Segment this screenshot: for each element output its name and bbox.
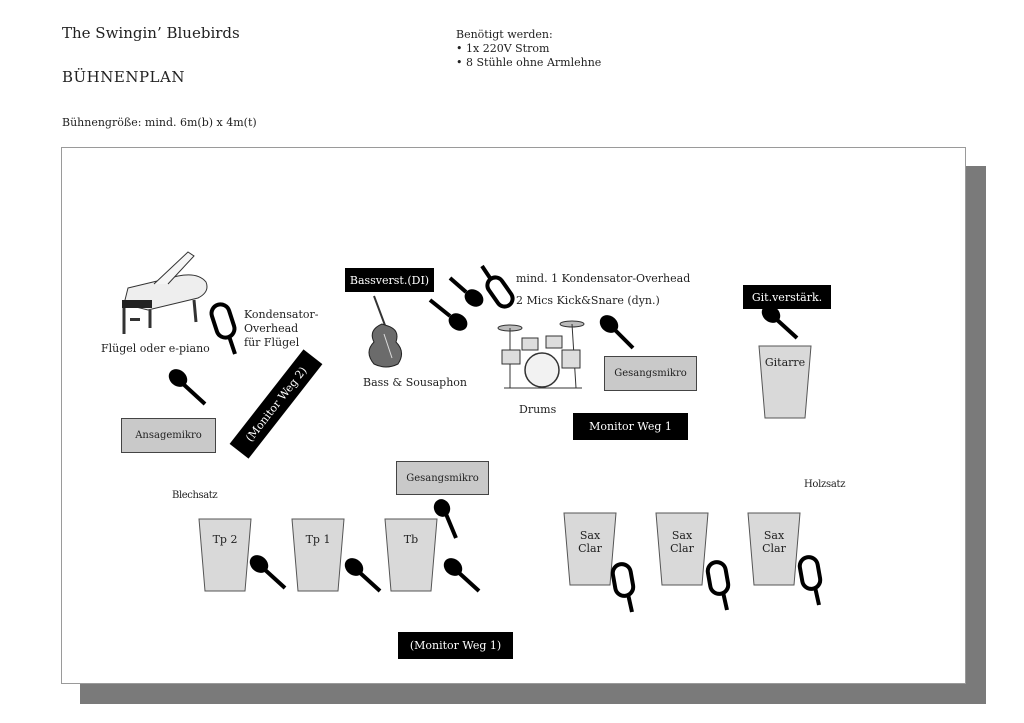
drum-mics-note: mind. 1 Kondensator-Overhead 2 Mics Kick… (516, 272, 691, 307)
dynamic-mic-icon (448, 276, 484, 307)
chair-tp1: Tp 1 (290, 517, 346, 593)
requirements: Benötigt werden: 1x 220V Strom 8 Stühle … (456, 28, 601, 70)
chair-tp2: Tp 2 (197, 517, 253, 593)
woodwind-section-label: Holzsatz (804, 479, 846, 490)
dynamic-mic-icon (443, 558, 481, 593)
chair-sax-3: Sax Clar (746, 511, 802, 587)
guitar-chair: Gitarre (757, 344, 813, 420)
page-title: BÜHNENPLAN (62, 68, 185, 86)
band-name: The Swingin’ Bluebirds (62, 24, 240, 42)
dynamic-mic-icon (344, 558, 382, 593)
dynamic-mic-icon (168, 369, 207, 406)
dynamic-mic-icon (599, 315, 635, 350)
vocal-mic-box-2: Gesangsmikro (396, 461, 489, 495)
dynamic-mic-icon (761, 305, 799, 340)
bass-amp-box: Bassverst.(DI) (345, 268, 434, 292)
requirement-item: 1x 220V Strom (456, 42, 601, 56)
requirements-heading: Benötigt werden: (456, 28, 553, 41)
condenser-mic-icon (209, 302, 237, 355)
announce-mic-box: Ansagemikro (121, 418, 216, 453)
vocal-mic-box-1: Gesangsmikro (604, 356, 697, 391)
condenser-mic-icon (610, 562, 636, 613)
drum-kit-icon (497, 320, 585, 389)
monitor-1-top-box: Monitor Weg 1 (573, 413, 688, 440)
grand-piano-icon (122, 251, 208, 334)
double-bass-icon (368, 295, 402, 368)
condenser-mic-icon (705, 560, 731, 611)
bass-label: Bass & Sousaphon (363, 376, 467, 389)
dynamic-mic-icon (249, 555, 287, 590)
requirement-item: 8 Stühle ohne Armlehne (456, 56, 601, 70)
dynamic-mic-icon (433, 499, 458, 539)
condenser-mic-icon (480, 264, 515, 309)
piano-mic-label: Kondensator- Overhead für Flügel (244, 308, 319, 349)
monitor-1-bottom-box: (Monitor Weg 1) (398, 632, 513, 659)
chair-sax-1: Sax Clar (562, 511, 618, 587)
stage-size-note: Bühnengröße: mind. 6m(b) x 4m(t) (62, 116, 257, 129)
guitar-amp-box: Git.verstärk. (743, 285, 831, 309)
stage-area (61, 147, 966, 684)
condenser-mic-icon (797, 555, 823, 606)
brass-section-label: Blechsatz (172, 490, 218, 501)
chair-tb: Tb (383, 517, 439, 593)
drums-label: Drums (519, 403, 557, 416)
piano-label: Flügel oder e-piano (101, 342, 210, 355)
dynamic-mic-icon (428, 298, 468, 331)
chair-sax-2: Sax Clar (654, 511, 710, 587)
